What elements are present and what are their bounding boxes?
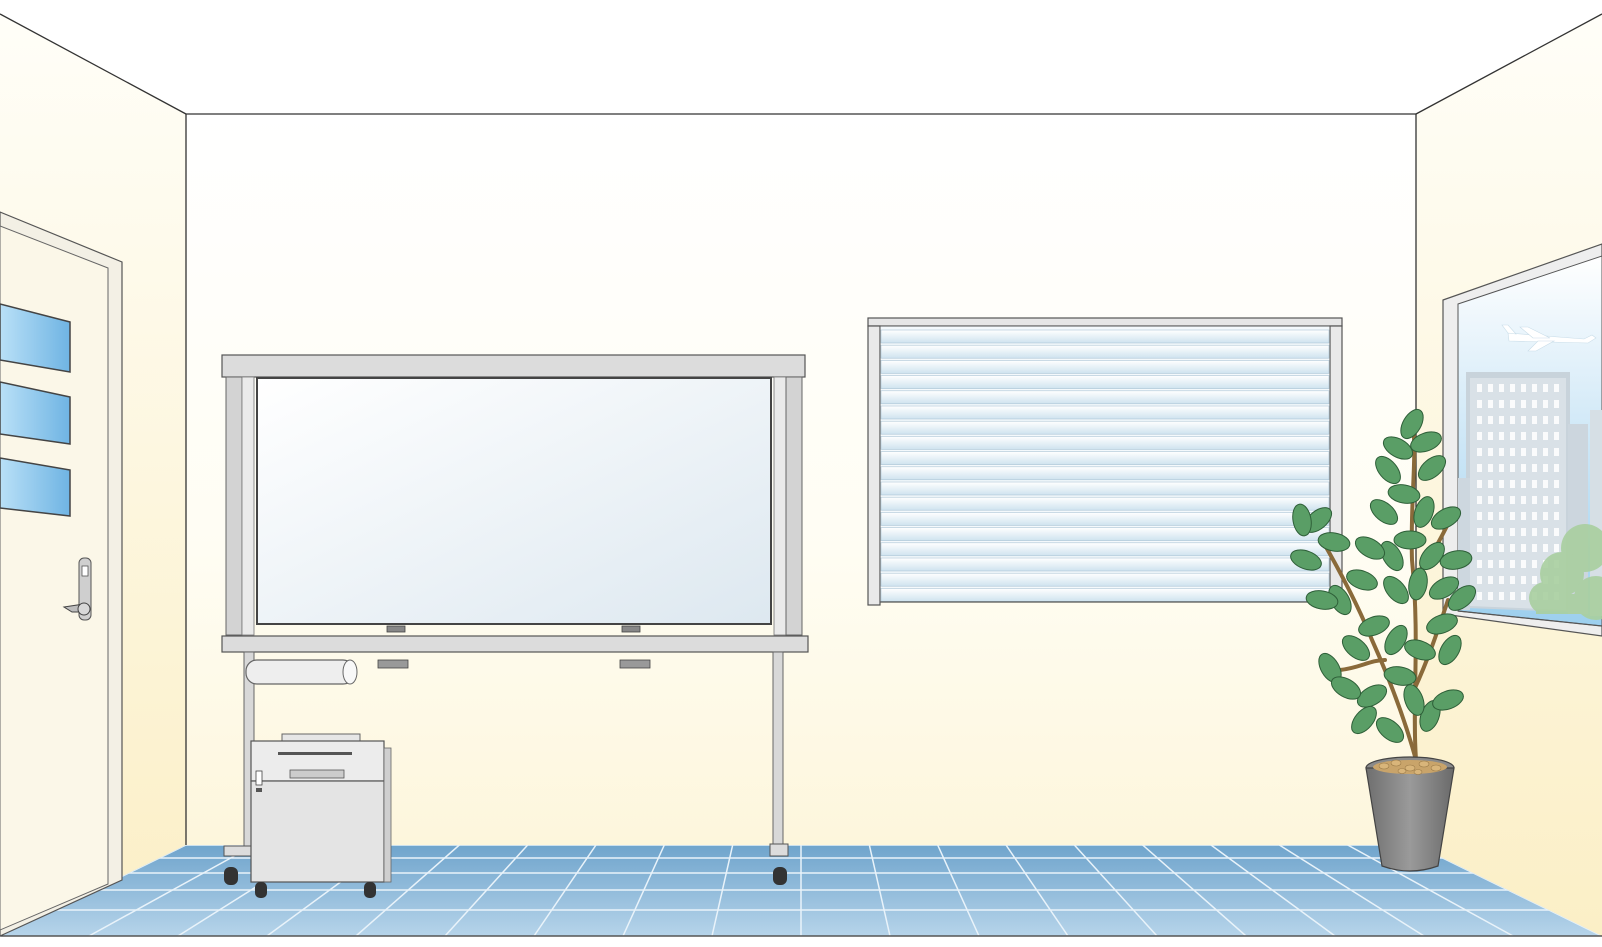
roll-paper-icon xyxy=(245,659,358,685)
door-handle-icon[interactable] xyxy=(62,557,92,621)
side-window-icon[interactable] xyxy=(1442,243,1602,637)
caster-icon xyxy=(224,867,787,885)
door-icon[interactable] xyxy=(0,211,123,937)
buildings-icon xyxy=(1458,372,1602,616)
window-blind-icon[interactable] xyxy=(867,317,1343,606)
whiteboard-screen[interactable] xyxy=(256,377,772,625)
whiteboard-tray xyxy=(221,635,809,653)
plant-pot-icon xyxy=(1365,756,1455,872)
whiteboard-top-bar xyxy=(221,354,806,378)
potted-plant-icon xyxy=(1290,408,1477,872)
printer-cart-icon[interactable] xyxy=(250,733,392,898)
ceiling xyxy=(0,0,1602,114)
electronic-whiteboard-icon[interactable] xyxy=(221,354,809,885)
whiteboard-leg-right xyxy=(772,651,784,849)
airplane-icon xyxy=(1501,324,1597,352)
tree-icon xyxy=(1529,524,1602,620)
tiled-floor-icon xyxy=(0,845,1602,937)
